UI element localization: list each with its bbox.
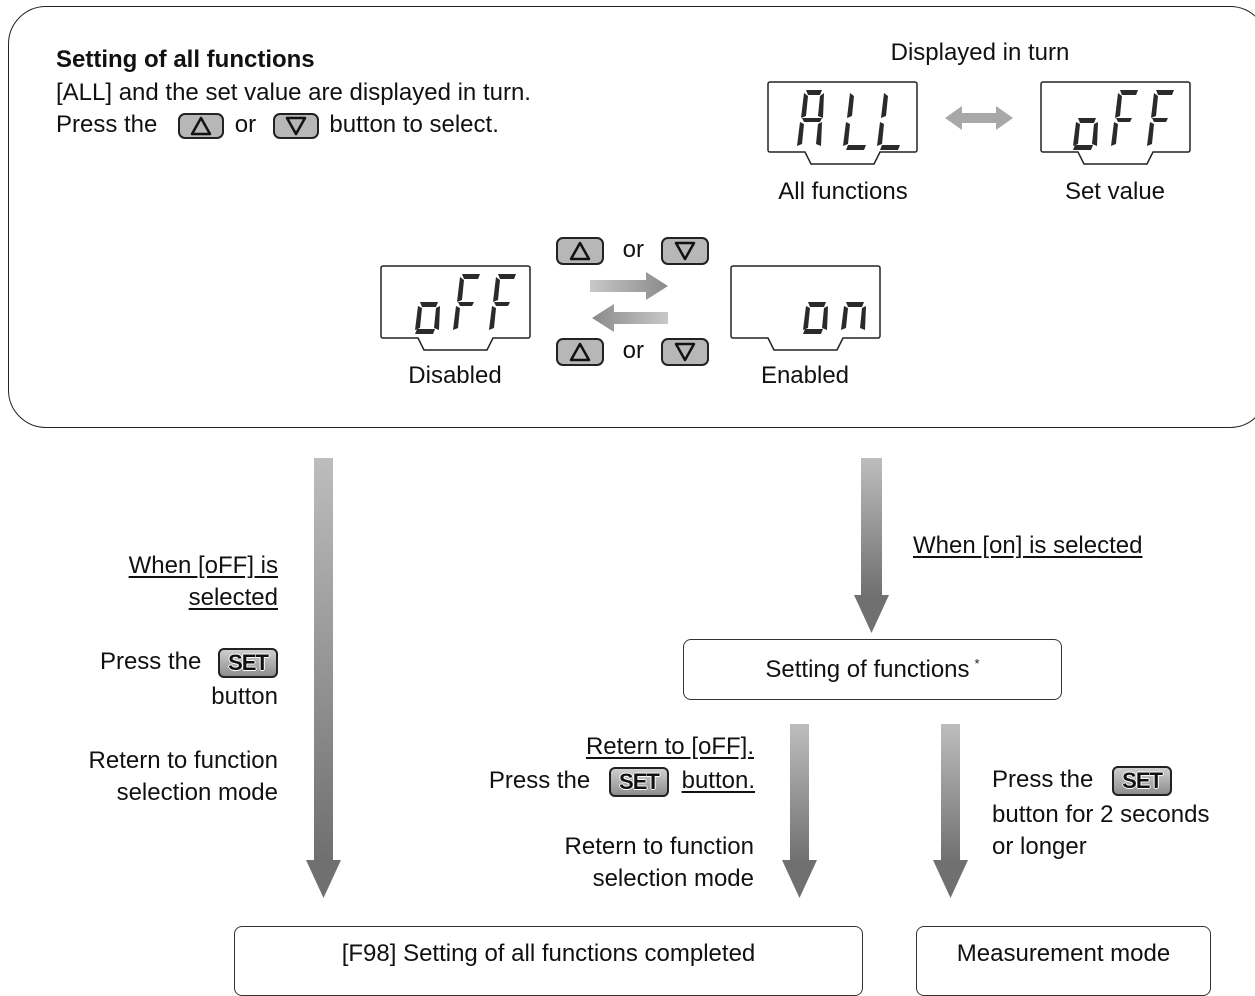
toggle-or-text: or (622, 236, 645, 263)
down-button-icon (660, 337, 709, 366)
disabled-label: Disabled (408, 362, 502, 389)
down-button-icon (272, 112, 319, 139)
instruction-press-text: Press the (56, 111, 158, 138)
up-button-icon (556, 236, 604, 265)
displayed-in-turn-caption: Displayed in turn (890, 39, 1070, 66)
hold-set-line2: button for 2 seconds (992, 801, 1210, 828)
when-off-selected-line1: When [oFF] is (128, 552, 278, 579)
lcd-display-enabled (730, 265, 881, 351)
toggle-keys-bottom: or (556, 335, 709, 367)
instruction-line-1: [ALL] and the set value are displayed in… (56, 79, 531, 106)
enabled-label: Enabled (760, 362, 850, 389)
arrow-right-icon (590, 272, 668, 300)
up-button-icon (178, 112, 225, 139)
arrow-left-icon (592, 304, 668, 332)
setting-completed-text: [F98] Setting of all functions completed (341, 940, 756, 967)
section-title: Setting of all functions (56, 46, 315, 73)
when-off-selected-line2: selected (188, 584, 278, 611)
instruction-line-2: Press the or button to select. (56, 109, 499, 141)
set-button-icon: SET (608, 766, 669, 797)
measurement-mode-text: Measurement mode (956, 940, 1171, 967)
toggle-or-text: or (622, 337, 645, 364)
arrow-down-icon (933, 724, 968, 898)
set-value-label: Set value (1064, 178, 1166, 205)
toggle-keys-top: or (556, 234, 709, 266)
alternating-arrow-icon (945, 106, 1013, 130)
when-on-selected: When [on] is selected (913, 532, 1143, 559)
setting-completed-box: [F98] Setting of all functions completed (234, 926, 863, 996)
instruction-or-text: or (234, 111, 257, 138)
hold-set-line1: Press the SET (992, 764, 1173, 796)
setting-of-functions-box: Setting of functions * (683, 639, 1062, 700)
press-set-return-line: Press the SET button. (420, 765, 755, 797)
up-button-icon (556, 337, 604, 366)
press-the-text: Press the (488, 767, 591, 794)
instruction-select-text: button to select. (329, 111, 499, 138)
button-text: button. (681, 767, 755, 794)
arrow-down-icon (306, 458, 341, 898)
measurement-mode-box: Measurement mode (916, 926, 1211, 996)
all-functions-panel (8, 6, 1255, 428)
press-the-text: Press the (99, 648, 202, 675)
all-functions-label: All functions (778, 178, 908, 205)
setting-of-functions-text: Setting of functions (765, 655, 970, 683)
return-function-selection-line1: Retern to function (564, 833, 754, 860)
footnote-asterisk: * (974, 656, 980, 671)
set-button-icon: SET (1112, 765, 1173, 796)
press-set-line2: button (211, 683, 278, 710)
arrow-down-icon (782, 724, 817, 898)
hold-set-line3: or longer (992, 833, 1087, 860)
press-the-text: Press the (992, 766, 1094, 793)
press-set-line1: Press the SET (20, 646, 278, 678)
return-to-off-text: Retern to [oFF]. (585, 733, 754, 760)
arrow-down-icon (854, 458, 889, 633)
return-function-selection-line2: selection mode (116, 779, 278, 806)
lcd-display-all (767, 81, 918, 165)
set-button-icon: SET (218, 647, 278, 678)
down-button-icon (660, 236, 709, 265)
return-function-selection-line2: selection mode (592, 865, 754, 892)
lcd-display-disabled (380, 265, 531, 351)
lcd-display-set-value (1040, 81, 1191, 165)
return-function-selection-line1: Retern to function (88, 747, 278, 774)
